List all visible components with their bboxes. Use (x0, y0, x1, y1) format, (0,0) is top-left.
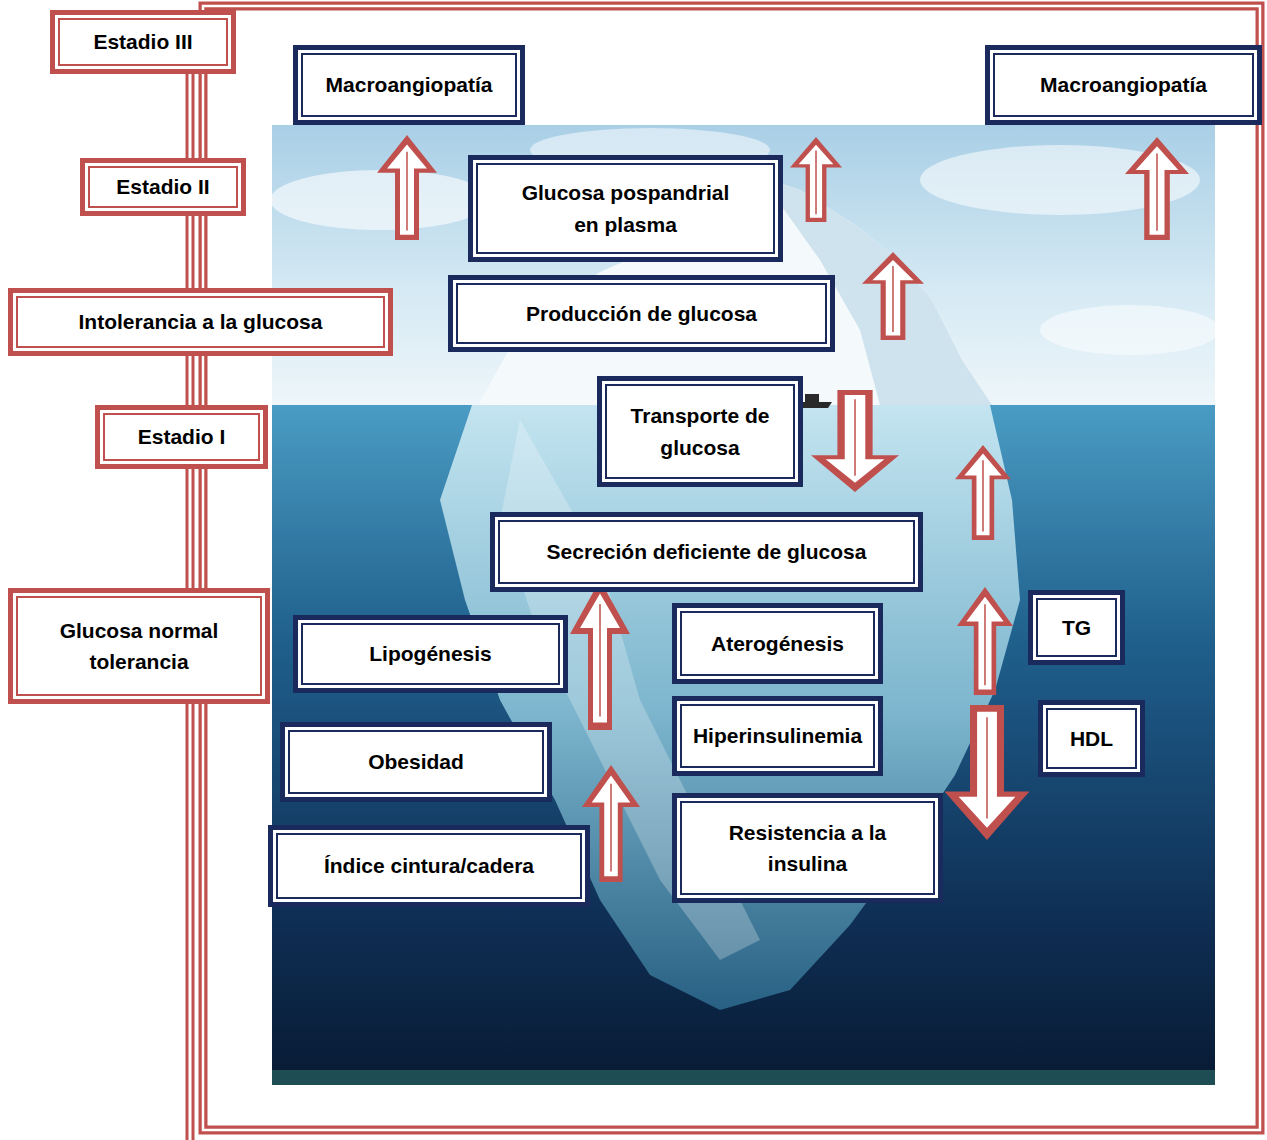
factor-box: TG (1028, 590, 1125, 665)
factor-box: Aterogénesis (672, 603, 883, 684)
timeline-connector (190, 356, 191, 405)
connector-line (186, 216, 195, 288)
timeline-connector (190, 469, 191, 588)
timeline-connector (190, 216, 191, 288)
factor-box: Macroangiopatía (985, 45, 1262, 125)
factor-label: Transporte de glucosa (630, 400, 770, 463)
stage-box: Estadio III (50, 10, 236, 74)
factor-label: HDL (1070, 723, 1113, 755)
connector-line (186, 469, 195, 588)
factor-label: Índice cintura/cadera (324, 850, 534, 882)
factor-box: Transporte de glucosa (597, 376, 803, 487)
stage-label: Intolerancia a la glucosa (79, 306, 323, 338)
connector-line (189, 469, 192, 588)
connector-line (189, 216, 192, 288)
stage-label: Estadio III (93, 26, 192, 58)
factor-label: Hiperinsulinemia (693, 720, 862, 752)
text-wrap: Estadio I (138, 421, 226, 453)
text-wrap: Estadio II (116, 171, 209, 203)
factor-label: Producción de glucosa (526, 298, 757, 330)
factor-box: Índice cintura/cadera (268, 825, 590, 907)
factor-label: Glucosa pospandrial en plasma (511, 177, 741, 240)
stage-box: Estadio II (80, 158, 246, 216)
factor-label: Aterogénesis (711, 628, 844, 660)
factor-label: Macroangiopatía (1040, 69, 1207, 101)
text-wrap: Intolerancia a la glucosa (79, 306, 323, 338)
connector-line (189, 356, 192, 405)
factor-box: Producción de glucosa (448, 275, 835, 352)
connector-line (186, 74, 195, 158)
factor-box: Resistencia a la insulina (672, 793, 943, 903)
text-wrap: Obesidad (368, 746, 464, 778)
factor-box: Secreción deficiente de glucosa (490, 512, 923, 592)
text-wrap: Glucosa pospandrial en plasma (511, 177, 741, 240)
stage-label: Glucosa normal tolerancia (39, 615, 239, 678)
factor-label: Secreción deficiente de glucosa (547, 536, 867, 568)
factor-box: Hiperinsulinemia (672, 696, 883, 776)
factor-label: Obesidad (368, 746, 464, 778)
stage-label: Estadio II (116, 171, 209, 203)
text-wrap: Hiperinsulinemia (693, 720, 862, 752)
connector-line (189, 74, 192, 158)
factor-box: Obesidad (280, 722, 552, 802)
text-wrap: HDL (1070, 723, 1113, 755)
stage-box: Intolerancia a la glucosa (8, 288, 393, 356)
text-wrap: Lipogénesis (369, 638, 492, 670)
factor-box: Macroangiopatía (293, 45, 525, 125)
text-wrap: Estadio III (93, 26, 192, 58)
stage-label: Estadio I (138, 421, 226, 453)
text-wrap: Transporte de glucosa (630, 400, 770, 463)
factor-label: Lipogénesis (369, 638, 492, 670)
text-wrap: Resistencia a la insulina (703, 817, 913, 880)
factor-box: Lipogénesis (293, 615, 568, 693)
text-wrap: Aterogénesis (711, 628, 844, 660)
connector-line (186, 356, 195, 405)
factor-box: HDL (1038, 700, 1145, 777)
text-wrap: Glucosa normal tolerancia (39, 615, 239, 678)
factor-box: Glucosa pospandrial en plasma (468, 155, 783, 262)
text-wrap: TG (1062, 612, 1091, 644)
factor-label: Macroangiopatía (326, 69, 493, 101)
stage-box: Estadio I (95, 405, 268, 469)
text-wrap: Macroangiopatía (1040, 69, 1207, 101)
factor-label: Resistencia a la insulina (703, 817, 913, 880)
factor-label: TG (1062, 612, 1091, 644)
text-wrap: Producción de glucosa (526, 298, 757, 330)
stage-box: Glucosa normal tolerancia (8, 588, 270, 704)
timeline-connector (190, 74, 191, 158)
text-wrap: Secreción deficiente de glucosa (547, 536, 867, 568)
text-wrap: Macroangiopatía (326, 69, 493, 101)
text-wrap: Índice cintura/cadera (324, 850, 534, 882)
